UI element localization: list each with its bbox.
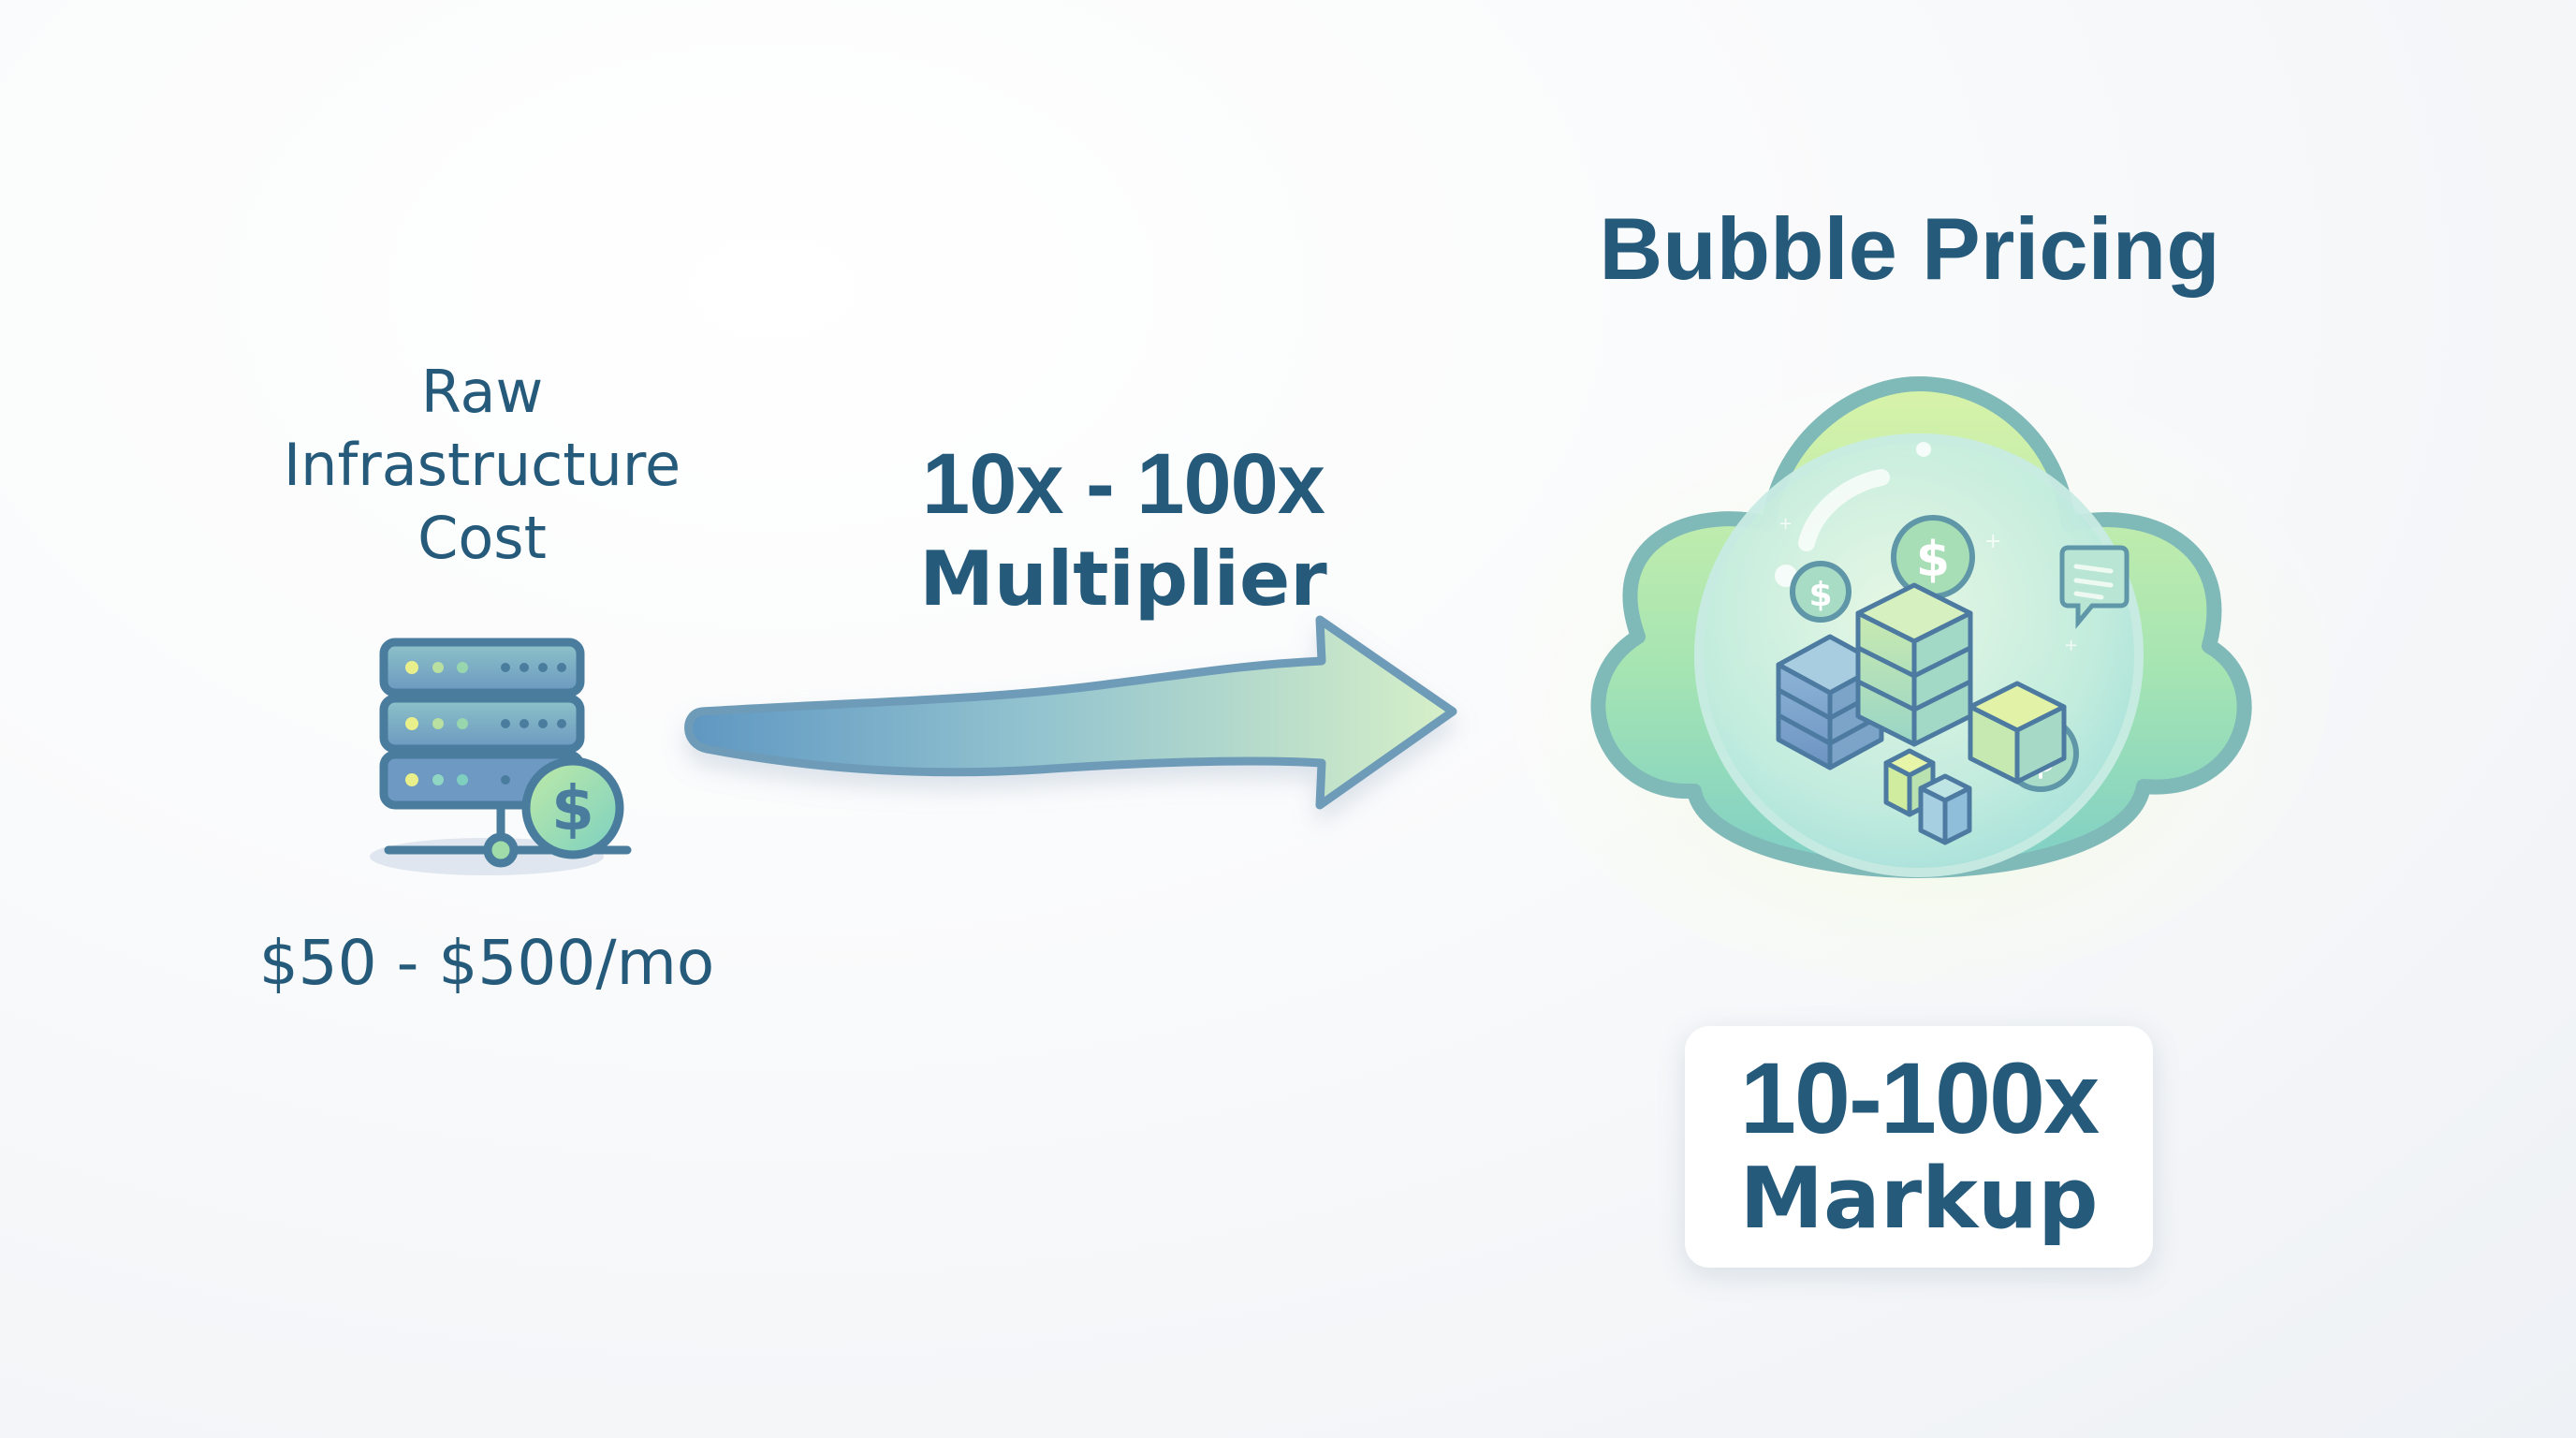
raw-infrastructure-cost-label: Raw Infrastructure Cost xyxy=(215,356,749,575)
server-stack-with-dollar-coin-icon: $ xyxy=(370,638,632,875)
svg-text:+: + xyxy=(1778,514,1793,534)
multiplier-label: Multiplier xyxy=(919,536,1327,623)
bubble-pricing-title: Bubble Pricing xyxy=(1599,199,2220,298)
raw-cost-price-range: $50 - $500/mo xyxy=(258,927,715,999)
markup-card: 10-100x Markup xyxy=(1685,1026,2153,1268)
svg-text:+: + xyxy=(2064,636,2078,655)
label-line: Raw xyxy=(420,358,544,426)
markup-value: 10-100x xyxy=(1739,1041,2100,1154)
multiplier-range: 10x - 100x xyxy=(922,436,1325,532)
label-line: Infrastructure xyxy=(283,431,681,499)
label-line: Cost xyxy=(417,504,547,572)
cloud-bubble-with-servers-and-dollar-coins-icon: $ $ $ + + + xyxy=(1507,365,2331,983)
curved-right-arrow-icon xyxy=(684,615,1457,810)
svg-text:+: + xyxy=(1984,530,2001,553)
svg-text:$: $ xyxy=(551,772,594,844)
svg-text:$: $ xyxy=(1916,532,1950,588)
markup-label: Markup xyxy=(1739,1150,2099,1248)
svg-text:$: $ xyxy=(1808,576,1832,614)
